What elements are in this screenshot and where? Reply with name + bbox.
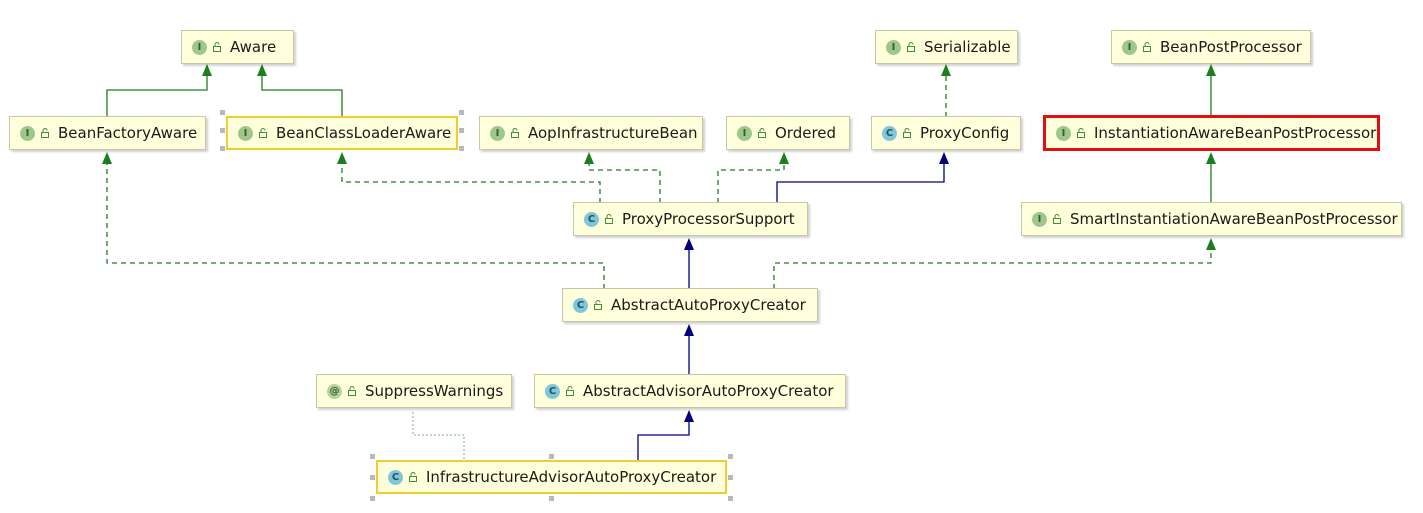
node-smartinstantiationawarebeanpostprocessor[interactable]: I SmartInstantiationAwareBeanPostProcess… (1021, 202, 1402, 236)
lock-icon (41, 128, 49, 138)
node-label: InstantiationAwareBeanPostProcessor (1094, 124, 1377, 142)
arrowhead (1206, 152, 1216, 164)
node-label: BeanClassLoaderAware (276, 124, 452, 142)
arrowhead (202, 64, 212, 76)
node-beanfactoryaware[interactable]: I BeanFactoryAware (9, 116, 206, 150)
node-label: ProxyProcessorSupport (622, 210, 795, 228)
lock-icon (903, 128, 911, 138)
node-abstractautoproxycreator[interactable]: C AbstractAutoProxyCreator (562, 288, 818, 322)
arrowhead (337, 152, 347, 164)
selection-handle[interactable] (220, 110, 225, 115)
node-beanpostprocessor[interactable]: I BeanPostProcessor (1111, 30, 1311, 64)
node-label: SuppressWarnings (365, 382, 504, 400)
interface-icon: I (1056, 125, 1071, 141)
node-proxyprocessorsupport[interactable]: C ProxyProcessorSupport (573, 202, 808, 236)
node-label: Ordered (775, 124, 837, 142)
node-label: Serializable (924, 38, 1011, 56)
arrowhead (941, 64, 951, 76)
edge-pps-aopinfra (588, 160, 661, 203)
abstract-class-icon: C (545, 383, 560, 399)
edge-beanclassloaderaware-aware (261, 72, 343, 117)
edge-pps-proxyconfig (776, 160, 945, 203)
arrowhead (102, 152, 112, 164)
node-serializable[interactable]: I Serializable (875, 30, 1018, 64)
lock-icon (594, 300, 602, 310)
node-label: BeanFactoryAware (58, 124, 198, 142)
arrowhead (1206, 64, 1216, 76)
selection-handle[interactable] (549, 454, 554, 459)
interface-icon: I (490, 125, 505, 141)
lock-icon (213, 42, 221, 52)
arrowhead (939, 152, 949, 164)
edge-aapc-bfaware (106, 160, 605, 289)
selection-handle[interactable] (370, 475, 375, 480)
node-label: AbstractAdvisorAutoProxyCreator (583, 382, 834, 400)
selection-handle[interactable] (459, 110, 464, 115)
interface-icon: I (1122, 39, 1137, 55)
selection-handle[interactable] (549, 496, 554, 501)
selection-handle[interactable] (728, 496, 733, 501)
selection-handle[interactable] (728, 454, 733, 459)
node-suppresswarnings[interactable]: @ SuppressWarnings (316, 374, 512, 408)
arrowhead (684, 410, 694, 422)
lock-icon (1077, 128, 1085, 138)
edge-iaapc-aaapc (637, 418, 690, 461)
arrowhead (1206, 238, 1216, 250)
node-label: AbstractAutoProxyCreator (611, 296, 806, 314)
node-label: BeanPostProcessor (1160, 38, 1302, 56)
lock-icon (907, 42, 915, 52)
node-aware[interactable]: I Aware (181, 30, 294, 64)
node-label: InfrastructureAdvisorAutoProxyCreator (426, 468, 717, 486)
edge-iaapc-suppresswarnings (412, 410, 465, 459)
lock-icon (605, 214, 613, 224)
arrowhead (684, 238, 694, 250)
lock-icon (1143, 42, 1151, 52)
interface-icon: I (238, 125, 253, 141)
arrowhead (584, 152, 594, 164)
class-icon: C (882, 125, 897, 141)
node-abstractadvisorautoproxycreator[interactable]: C AbstractAdvisorAutoProxyCreator (534, 374, 846, 408)
selection-handle[interactable] (220, 128, 225, 133)
selection-handle[interactable] (459, 146, 464, 151)
interface-icon: I (192, 39, 207, 55)
selection-handle[interactable] (220, 146, 225, 151)
class-icon: C (584, 211, 599, 227)
node-instantiationawarebeanpostprocessor[interactable]: I InstantiationAwareBeanPostProcessor (1043, 115, 1380, 151)
lock-icon (566, 386, 574, 396)
selection-handle[interactable] (459, 128, 464, 133)
node-label: ProxyConfig (920, 124, 1010, 142)
node-label: AopInfrastructureBean (528, 124, 698, 142)
node-label: Aware (230, 38, 277, 56)
node-ordered[interactable]: I Ordered (726, 116, 850, 150)
edge-beanfactoryaware-aware (106, 72, 208, 117)
arrowhead (684, 324, 694, 336)
lock-icon (511, 128, 519, 138)
node-beanclassloaderaware[interactable]: I BeanClassLoaderAware (226, 116, 458, 150)
node-aopinfrastructurebean[interactable]: I AopInfrastructureBean (479, 116, 703, 150)
node-proxyconfig[interactable]: C ProxyConfig (871, 116, 1021, 150)
lock-icon (409, 472, 417, 482)
node-infrastructureadvisorautoproxycreator[interactable]: C InfrastructureAdvisorAutoProxyCreator (376, 460, 727, 494)
lock-icon (259, 128, 267, 138)
interface-icon: I (886, 39, 901, 55)
selection-handle[interactable] (370, 496, 375, 501)
edge-pps-bclaware (341, 160, 601, 203)
arrowhead (779, 152, 789, 164)
class-icon: C (388, 469, 403, 485)
selection-handle[interactable] (370, 454, 375, 459)
interface-icon: I (1032, 211, 1047, 227)
abstract-class-icon: C (573, 297, 588, 313)
lock-icon (758, 128, 766, 138)
edge-aapc-siabpp (773, 246, 1212, 289)
node-label: SmartInstantiationAwareBeanPostProcessor (1070, 210, 1398, 228)
interface-icon: I (20, 125, 35, 141)
interface-icon: I (737, 125, 752, 141)
edge-pps-ordered (717, 160, 785, 203)
arrowhead (257, 64, 267, 76)
lock-icon (1053, 214, 1061, 224)
selection-handle[interactable] (728, 475, 733, 480)
lock-icon (348, 386, 356, 396)
annotation-icon: @ (327, 383, 342, 399)
